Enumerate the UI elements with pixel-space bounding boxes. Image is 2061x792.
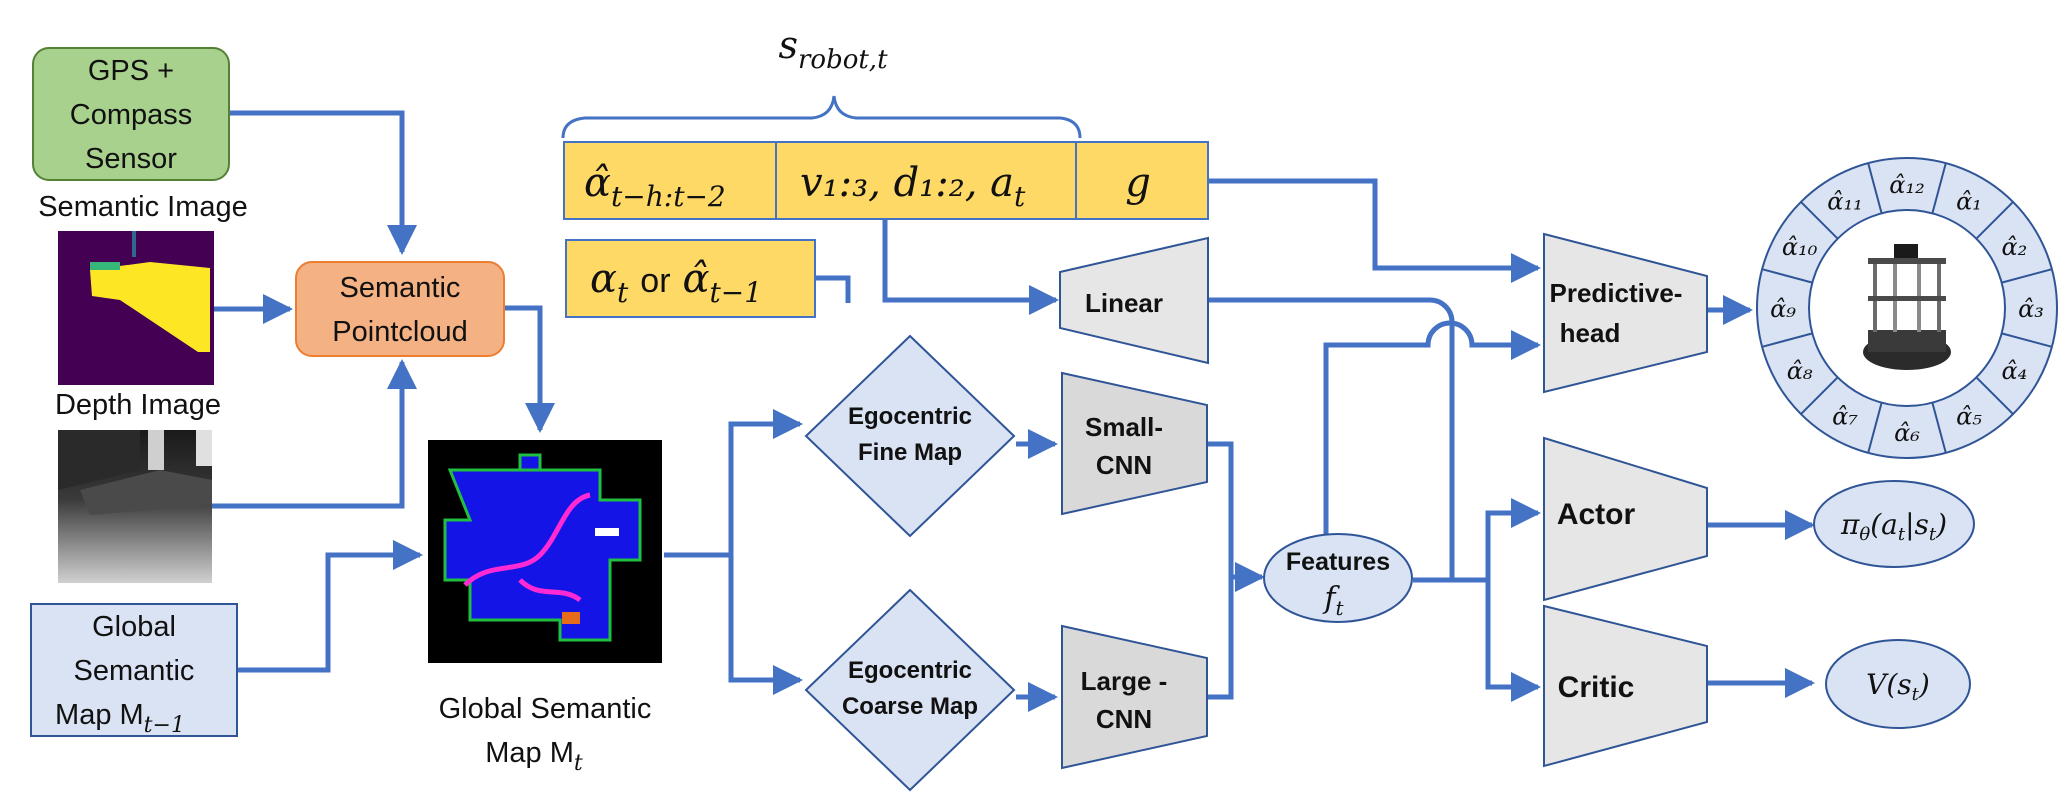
svg-text:V(st): V(st) (1866, 668, 1930, 705)
svg-text:CNN: CNN (1096, 450, 1152, 480)
svg-text:Linear: Linear (1085, 288, 1163, 318)
robot-image (1863, 244, 1951, 370)
connectors (212, 110, 1815, 712)
svg-text:Actor: Actor (1557, 498, 1636, 531)
ring-label-2: α̂₂ (2001, 233, 2027, 261)
state-cell-history: α̂t−h:t−2 (584, 160, 726, 213)
state-to-linear-arrow (882, 220, 1059, 315)
fine-map-line-1: Egocentric (848, 403, 972, 430)
state-brace-label: srobot,t (778, 23, 888, 75)
gps-line-3: Sensor (85, 143, 177, 175)
ring-label-11: α̂₁₁ (1827, 188, 1862, 216)
gps-sensor-box: GPS + Compass Sensor (32, 47, 230, 181)
state-brace (561, 95, 1082, 139)
ring-label-8: α̂₈ (1787, 357, 1813, 385)
semantic-image-label: Semantic Image (38, 191, 248, 223)
split-to-critic-arrow (1485, 580, 1541, 702)
predictive-head-block: Predictive- head (1543, 232, 1708, 394)
pointcloud-line-2: Pointcloud (332, 316, 467, 348)
prev-map-line-2: Semantic (74, 655, 195, 687)
svg-text:Large -: Large - (1081, 666, 1168, 696)
pointcloud-to-map-arrow (505, 305, 555, 433)
features-node: Features ft (1263, 533, 1413, 623)
value-output-node: V(st) (1825, 639, 1971, 729)
prev-map-line-3: Map Mt−1 (55, 699, 185, 738)
global-map-label-line-1: Global Semantic (439, 693, 652, 725)
prev-map-line-1: Global (92, 611, 176, 643)
svg-text:head: head (1560, 318, 1621, 348)
gps-line-2: Compass (70, 99, 193, 131)
orientation-ring: α̂₁ α̂₂ α̂₃ α̂₄ α̂₅ α̂₆ α̂₇ α̂₈ α̂₉ α̂₁₀ α̂₁₁ α̂₁₂ (1756, 157, 2058, 459)
map-to-fine-arrow (664, 409, 803, 558)
ring-spoke (1931, 402, 1947, 454)
ring-label-12: α̂₁₂ (1889, 171, 1924, 199)
egocentric-coarse-map-diamond: Egocentric Coarse Map (804, 588, 1016, 792)
smallcnn-to-features-arrow (1208, 441, 1234, 700)
prev-global-map-box: Global Semantic Map Mt−1 (30, 603, 238, 738)
map-to-coarse-arrow (728, 555, 803, 695)
features-to-head-arrow (1323, 320, 1541, 540)
linear-block: Linear (1059, 236, 1209, 365)
svg-text:πθ(at|st): πθ(at|st) (1840, 508, 1947, 545)
state-vector: α̂t−h:t−2 v₁:₃, d₁:₂, at g (563, 141, 1209, 220)
state-cell-velocity: v₁:₃, d₁:₂, at (800, 160, 1026, 213)
global-map-label-line-2: Map Mt (485, 737, 583, 776)
actor-block: Actor (1543, 436, 1708, 602)
depth-image-label: Depth Image (55, 389, 221, 421)
gps-line-1: GPS + (88, 55, 174, 87)
pointcloud-line-1: Semantic (340, 272, 461, 304)
gps-to-pointcloud-arrow (230, 110, 417, 255)
ring-spoke (1867, 402, 1883, 454)
fine-map-line-2: Fine Map (858, 439, 962, 466)
ring-label-7: α̂₇ (1832, 402, 1858, 430)
ring-label-9: α̂₉ (1770, 295, 1796, 323)
semantic-pointcloud-box: Semantic Pointcloud (295, 261, 505, 357)
depth-image-to-pointcloud-arrow (212, 359, 417, 509)
svg-text:CNN: CNN (1096, 704, 1152, 734)
svg-text:Predictive-: Predictive- (1550, 278, 1683, 308)
ring-label-10: α̂₁₀ (1782, 233, 1818, 261)
ring-spoke (1761, 268, 1813, 284)
ring-spoke (1761, 332, 1813, 348)
svg-text:Features: Features (1286, 548, 1390, 576)
ring-spoke (1800, 201, 1839, 240)
ring-spoke (1867, 162, 1883, 214)
ring-spoke (1975, 376, 2014, 415)
egocentric-fine-map-diamond: Egocentric Fine Map (804, 334, 1016, 538)
ring-label-5: α̂₅ (1956, 402, 1982, 430)
ring-label-1: α̂₁ (1956, 188, 1982, 216)
ring-label-6: α̂₆ (1894, 419, 1920, 447)
svg-text:Small-: Small- (1085, 412, 1163, 442)
global-semantic-map-image (428, 440, 662, 663)
semantic-image (58, 231, 214, 385)
ring-spoke (1975, 201, 2014, 240)
coarse-map-line-1: Egocentric (848, 657, 972, 684)
split-to-actor-arrow (1485, 498, 1541, 580)
svg-text:Critic: Critic (1558, 671, 1635, 704)
ring-spoke (1931, 162, 1947, 214)
ring-label-4: α̂₄ (2001, 357, 2027, 385)
ring-spoke (2001, 268, 2053, 284)
ring-spoke (1800, 376, 1839, 415)
ring-label-3: α̂₃ (2018, 295, 2044, 323)
prev-map-to-map-arrow (238, 540, 423, 673)
depth-image (58, 430, 212, 583)
ring-spoke (2001, 332, 2053, 348)
critic-block: Critic (1543, 604, 1708, 768)
state-cell-goal: g (1125, 160, 1151, 206)
prev-action-to-linear-arrow (815, 275, 851, 303)
coarse-map-line-2: Coarse Map (842, 693, 978, 720)
small-cnn-block: Small- CNN (1061, 371, 1208, 516)
goal-to-head-arrow (1208, 178, 1541, 283)
policy-output-node: πθ(at|st) (1813, 480, 1975, 568)
large-cnn-block: Large - CNN (1061, 624, 1208, 770)
